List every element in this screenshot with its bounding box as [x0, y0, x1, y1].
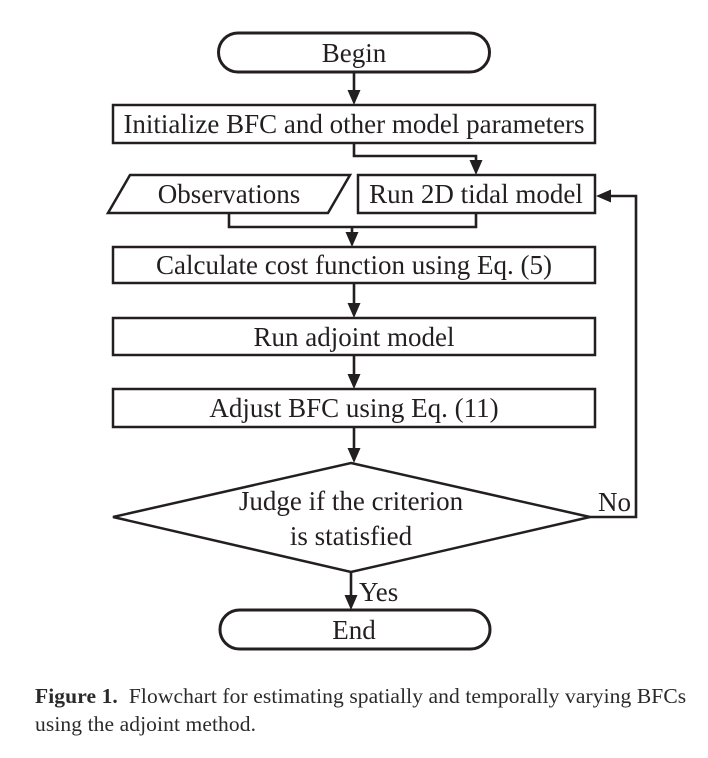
adjoint-label: Run adjoint model	[254, 322, 455, 352]
node-cost-function: Calculate cost function using Eq. (5)	[111, 245, 597, 285]
begin-label: Begin	[322, 38, 387, 68]
node-observations: Observations	[105, 173, 353, 215]
edge-initialize-runtidal	[352, 143, 478, 171]
arrowhead-no-feedback	[596, 189, 611, 203]
arrowhead-cost-adjoint	[347, 303, 361, 318]
judge-label-line1: Judge if the criterion	[239, 486, 464, 516]
edge-label-no: No	[598, 487, 631, 517]
observations-data-shape	[105, 173, 353, 215]
run-tidal-label: Run 2D tidal model	[369, 179, 583, 209]
observations-label: Observations	[158, 179, 300, 209]
arrowhead-merge-cost	[345, 232, 359, 247]
begin-terminator-shape	[217, 31, 491, 74]
arrowhead-adjoint-adjust	[347, 374, 361, 389]
node-begin: Begin	[217, 31, 491, 74]
flowchart: Yes No Begin Initialize BFC and other mo…	[105, 31, 638, 651]
arrowhead-adjust-judge	[347, 448, 361, 463]
edge-label-yes: Yes	[359, 577, 398, 607]
edges: Yes No	[227, 72, 638, 610]
adjoint-process-shape	[111, 316, 597, 357]
node-adjust-bfc: Adjust BFC using Eq. (11)	[111, 387, 597, 429]
initialize-process-shape	[111, 103, 597, 145]
end-label: End	[332, 615, 376, 645]
end-terminator-shape	[218, 608, 492, 651]
caption-label: Figure 1.	[35, 684, 118, 708]
initialize-label: Initialize BFC and other model parameter…	[123, 109, 584, 139]
cost-process-shape	[111, 245, 597, 285]
node-judge: Judge if the criterion is statisfied	[112, 461, 591, 574]
judge-label-line2: is statisfied	[290, 521, 413, 551]
node-initialize: Initialize BFC and other model parameter…	[111, 103, 597, 145]
node-adjoint-model: Run adjoint model	[111, 316, 597, 357]
figure-caption: Figure 1. Flowchart for estimating spati…	[35, 682, 695, 738]
edge-merge-bar	[227, 213, 478, 229]
run-tidal-process-shape	[356, 173, 597, 215]
judge-decision-shape	[112, 461, 591, 574]
edge-no-feedback	[590, 194, 638, 519]
node-end: End	[218, 608, 492, 651]
cost-label: Calculate cost function using Eq. (5)	[156, 250, 552, 280]
adjust-process-shape	[111, 387, 597, 429]
arrowhead-begin-initialize	[347, 90, 361, 105]
caption-text-line2: using the adjoint method.	[35, 712, 257, 736]
arrowhead-initialize-runtidal	[469, 160, 483, 175]
caption-text-line1: Flowchart for estimating spatially and t…	[128, 684, 687, 708]
node-run-tidal-model: Run 2D tidal model	[356, 173, 597, 215]
arrowhead-judge-end	[344, 595, 358, 610]
adjust-label: Adjust BFC using Eq. (11)	[209, 393, 498, 423]
